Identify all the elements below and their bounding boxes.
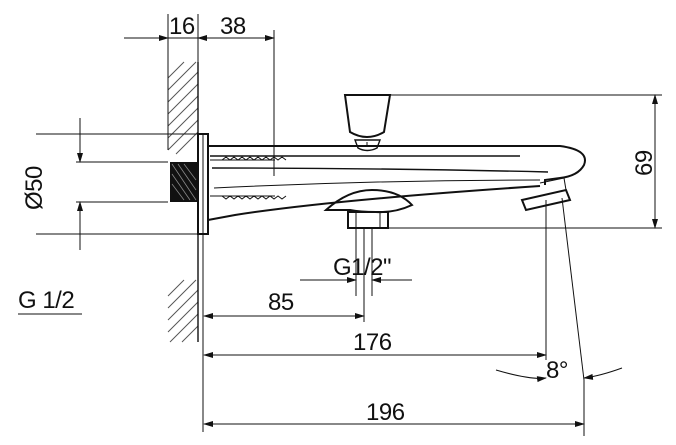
internal-thread	[210, 156, 287, 200]
diverter-knob	[343, 94, 392, 152]
dim-diameter: Ø50	[21, 118, 198, 250]
wall-hatch-lower	[167, 279, 199, 343]
dim-outlet-thread-label: G1/2"	[333, 254, 391, 281]
dim-angle-label: 8°	[546, 357, 568, 384]
dim-16-label: 16	[169, 13, 195, 40]
thread-label: G 1/2	[18, 287, 74, 314]
thread-label-group: G 1/2	[18, 287, 82, 315]
dim-176: 176	[202, 200, 547, 432]
dim-16-38: 16 38	[124, 13, 275, 176]
dim-69: 69	[388, 94, 662, 229]
threaded-connector	[170, 162, 198, 202]
wall-hatch-upper	[167, 61, 199, 155]
bottom-outlet	[323, 188, 414, 229]
dim-38-label: 38	[220, 13, 246, 40]
dim-196-label: 196	[366, 399, 405, 426]
dim-angle: 8°	[495, 197, 623, 384]
spout-body	[207, 145, 586, 221]
spout-mouth	[520, 188, 572, 212]
wall-flange	[197, 133, 209, 235]
dim-diameter-label: Ø50	[21, 166, 48, 210]
dim-85-label: 85	[268, 289, 294, 316]
dim-outlet-thread: G1/2"	[300, 228, 412, 296]
dim-85: 85	[203, 228, 365, 322]
dim-176-label: 176	[353, 329, 392, 356]
dim-196: 196	[203, 380, 585, 436]
dim-69-label: 69	[631, 150, 658, 176]
